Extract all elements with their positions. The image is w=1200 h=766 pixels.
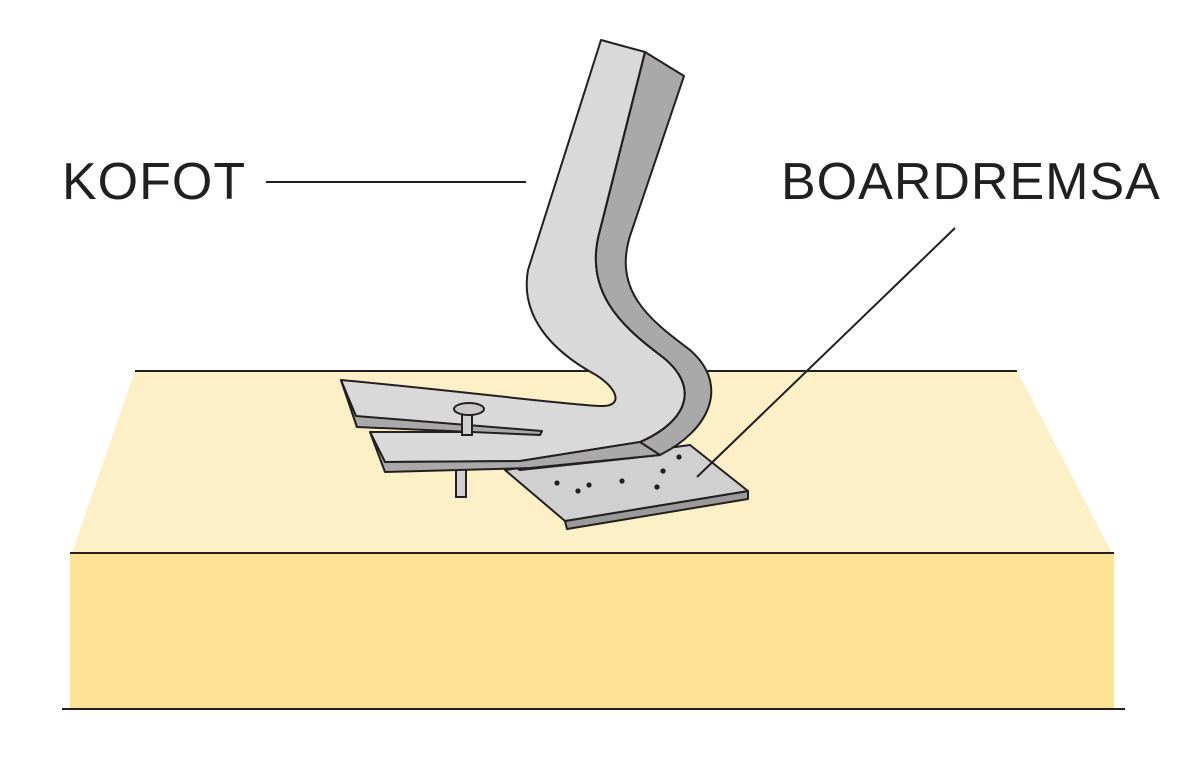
nail	[455, 467, 467, 498]
crowbar-label: KOFOT	[62, 153, 246, 211]
crowbar-edge-line	[594, 51, 686, 443]
board-strip-label: BOARDREMSA	[781, 153, 1161, 211]
crowbar	[340, 39, 713, 473]
crowbar-claw-upper-side	[340, 379, 543, 436]
board-strip-leader-line	[696, 227, 956, 478]
nail-head-cap	[453, 402, 485, 416]
nail-head	[453, 402, 485, 436]
crowbar-claw-lower-side	[369, 431, 661, 473]
board-front-face	[70, 553, 1114, 708]
strip-nail-holes	[554, 454, 682, 494]
nail-shank-lower	[455, 467, 467, 498]
board	[62, 370, 1125, 710]
